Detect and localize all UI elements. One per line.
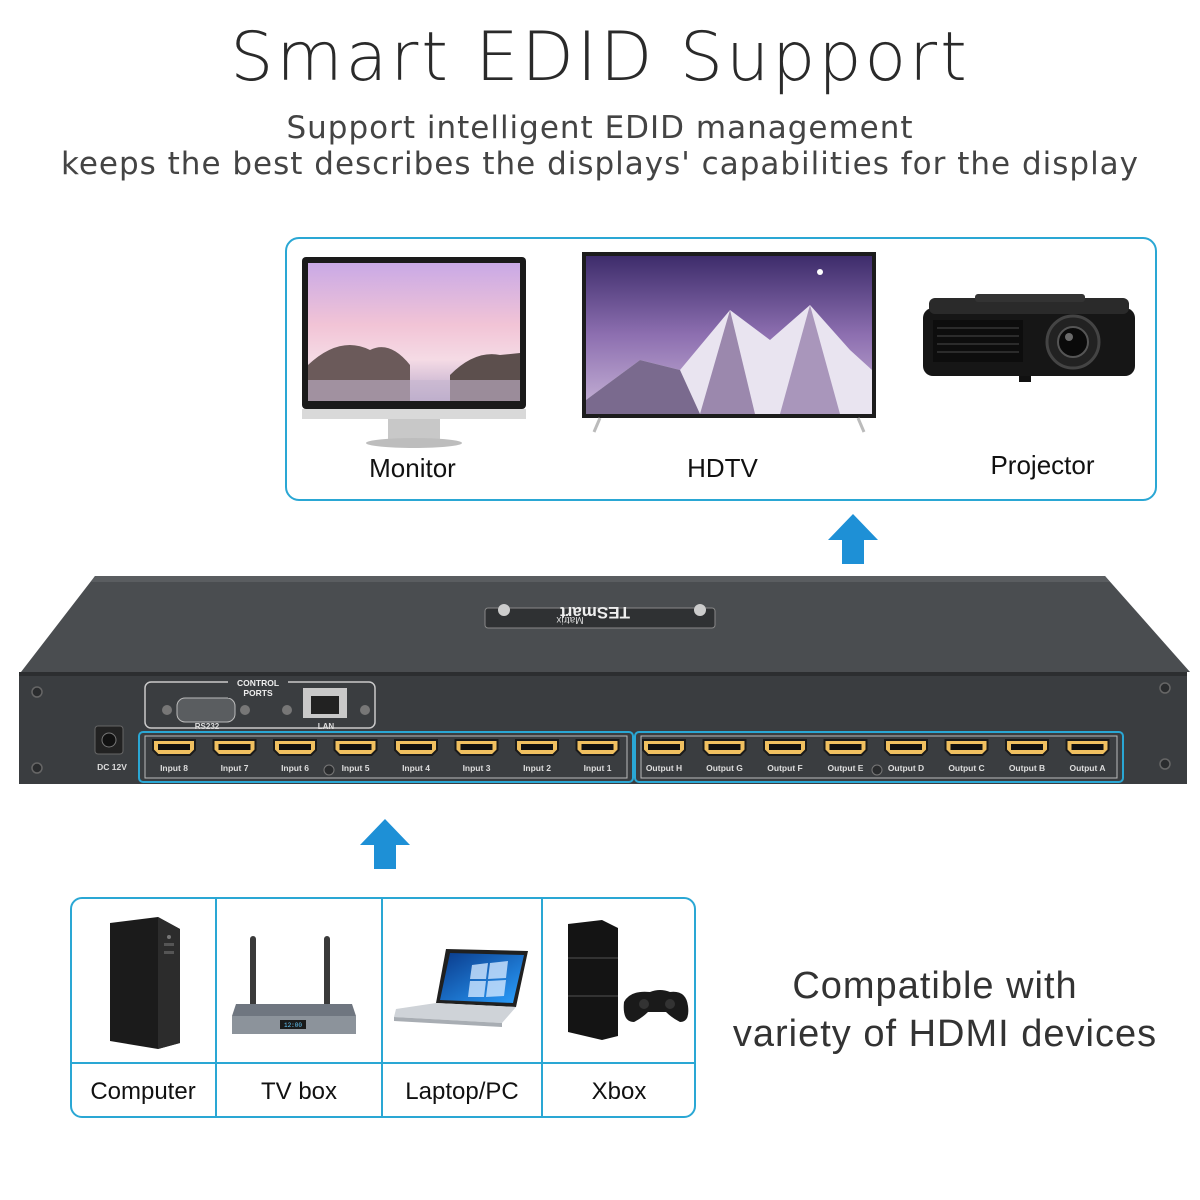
hdmi-output-port-slot xyxy=(890,744,922,750)
hdmi-output-port-slot xyxy=(769,744,801,750)
divider xyxy=(71,1062,695,1064)
hdmi-output-label: Output D xyxy=(887,763,925,773)
arrow-up-icon xyxy=(360,819,410,869)
tv-box-icon: 12:00 xyxy=(232,936,356,1034)
hdmi-output-label: Output C xyxy=(948,763,985,773)
hdmi-output-port-slot xyxy=(648,744,680,750)
hdmi-input-label: Input 4 xyxy=(402,763,430,773)
hdmi-output-label: Output G xyxy=(706,763,743,773)
hdmi-output-label: Output F xyxy=(767,763,803,773)
power-label: DC 12V xyxy=(97,762,127,772)
divider xyxy=(541,898,543,1117)
source-label-computer: Computer xyxy=(90,1078,196,1105)
laptop-icon xyxy=(394,949,528,1027)
hdmi-input-port-slot xyxy=(158,744,190,750)
hdmi-output-port-slot xyxy=(708,744,741,750)
page-title: Smart EDID Support xyxy=(230,18,970,97)
hdtv-icon xyxy=(582,252,876,433)
hdmi-output-label: Output B xyxy=(1008,763,1046,773)
source-label-tv-box: TV box xyxy=(260,1078,338,1105)
rs232-label: RS232 xyxy=(194,722,220,731)
hdmi-output-port-slot xyxy=(829,744,862,750)
hdmi-input-port-slot xyxy=(460,744,493,750)
hdmi-input-label: Input 6 xyxy=(281,763,309,773)
lan-label: LAN xyxy=(317,722,335,731)
divider xyxy=(381,898,383,1117)
hdmi-output-label: Output H xyxy=(645,763,683,773)
hdmi-input-port-slot xyxy=(521,744,553,750)
console-icon xyxy=(568,920,689,1040)
compat-line-1: Compatible with xyxy=(792,965,1078,1007)
hdmi-input-port-slot xyxy=(339,744,372,750)
hdmi-output-port-slot xyxy=(1011,744,1043,750)
hdmi-output-port-slot xyxy=(1071,744,1104,750)
hdmi-input-label: Input 1 xyxy=(583,763,612,773)
hdmi-input-label: Input 2 xyxy=(523,763,551,773)
display-label-hdtv: HDTV xyxy=(687,453,758,483)
hdmi-input-port-slot xyxy=(218,744,251,750)
hdmi-input-port-slot xyxy=(581,744,614,750)
computer-icon xyxy=(110,917,180,1049)
hdmi-input-port-slot xyxy=(279,744,311,750)
arrow-up-icon xyxy=(828,514,878,564)
hdmi-input-label: Input 7 xyxy=(220,763,249,773)
hdmi-input-label: Input 3 xyxy=(462,763,491,773)
hdmi-ports xyxy=(152,739,1110,756)
sources-panel xyxy=(70,897,696,1118)
monitor-icon xyxy=(302,257,526,448)
projector-icon xyxy=(923,294,1135,382)
hdmi-input-label: Input 8 xyxy=(160,763,188,773)
hdmi-output-label: Output E xyxy=(827,763,864,773)
hdmi-input-label: Input 5 xyxy=(341,763,370,773)
hdmi-input-port-slot xyxy=(400,744,432,750)
subtitle-line-2: keeps the best describes the displays' c… xyxy=(60,146,1140,182)
display-label-monitor: Monitor xyxy=(369,453,456,483)
subtitle-line-1: Support intelligent EDID management xyxy=(286,110,914,146)
divider xyxy=(215,898,217,1117)
hdmi-output-label: Output A xyxy=(1069,763,1106,773)
compat-line-2: variety of HDMI devices xyxy=(732,1013,1158,1055)
source-label-laptop: Laptop/PC xyxy=(405,1078,519,1105)
source-label-xbox: Xbox xyxy=(591,1078,647,1105)
hdmi-matrix-device xyxy=(19,576,1190,784)
display-label-projector: Projector xyxy=(990,450,1095,480)
control-ports-label: CONTROL PORTS xyxy=(228,678,288,698)
svg-text:12:00: 12:00 xyxy=(284,1022,302,1029)
hdmi-output-port-slot xyxy=(950,744,983,750)
displays-panel xyxy=(285,237,1157,501)
device-model: Matrix xyxy=(556,614,584,625)
